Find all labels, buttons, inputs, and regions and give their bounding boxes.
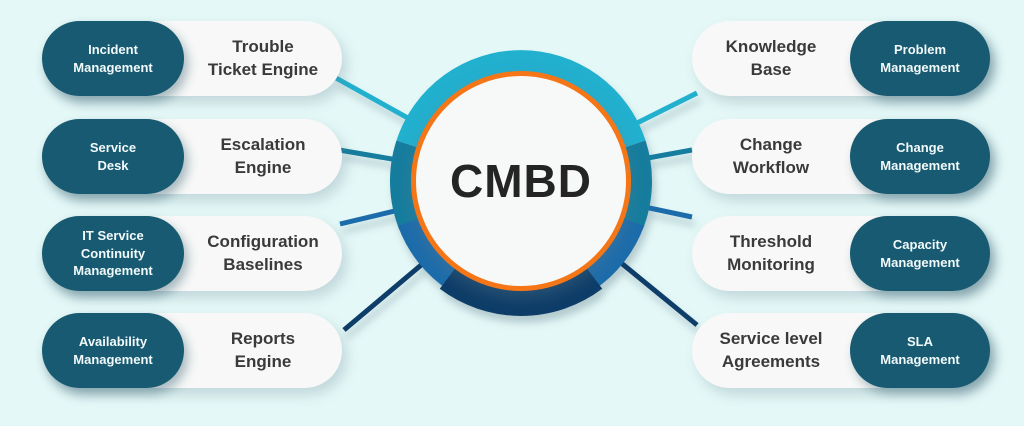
capsule-problem-management: Problem Management bbox=[850, 21, 990, 96]
node-label-change-workflow: Change Workflow bbox=[732, 135, 810, 177]
node-label-threshold-monitoring: Threshold Monitoring bbox=[727, 232, 815, 274]
capsule-label-change-management: Change Management bbox=[880, 139, 960, 173]
capsule-availability-management: Availability Management bbox=[42, 313, 184, 388]
node-trouble-ticket-engine: Trouble Ticket Engine Incident Managemen… bbox=[42, 21, 342, 96]
capsule-change-management: Change Management bbox=[850, 119, 990, 194]
center-node-cmbd: CMBD bbox=[411, 71, 631, 291]
node-label-trouble-ticket-engine: Trouble Ticket Engine bbox=[207, 37, 319, 79]
capsule-capacity-management: Capacity Management bbox=[850, 216, 990, 291]
node-escalation-engine: Escalation Engine Service Desk bbox=[42, 119, 342, 194]
capsule-label-problem-management: Problem Management bbox=[880, 41, 960, 75]
node-label-service-level-agreements: Service level Agreements bbox=[719, 329, 823, 371]
arc-navy-bottom bbox=[439, 262, 603, 316]
node-label-knowledge-base: Knowledge Base bbox=[725, 37, 817, 79]
arc-teal-left bbox=[390, 140, 428, 231]
capsule-it-service-continuity: IT Service Continuity Management bbox=[42, 216, 184, 291]
node-change-workflow: Change Workflow Change Management bbox=[692, 119, 990, 194]
capsule-service-desk: Service Desk bbox=[42, 119, 184, 194]
node-configuration-baselines: Configuration Baselines IT Service Conti… bbox=[42, 216, 342, 291]
arc-cyan-top bbox=[396, 50, 646, 151]
node-service-level-agreements: Service level Agreements SLA Management bbox=[692, 313, 990, 388]
capsule-label-capacity-management: Capacity Management bbox=[880, 236, 960, 270]
capsule-label-incident-management: Incident Management bbox=[73, 41, 153, 75]
capsule-sla-management: SLA Management bbox=[850, 313, 990, 388]
arc-teal-right bbox=[614, 140, 652, 231]
capsule-label-it-service-continuity: IT Service Continuity Management bbox=[73, 228, 153, 279]
capsule-incident-management: Incident Management bbox=[42, 21, 184, 96]
node-label-configuration-baselines: Configuration Baselines bbox=[207, 232, 319, 274]
capsule-label-sla-management: SLA Management bbox=[880, 333, 960, 367]
node-label-reports-engine: Reports Engine bbox=[230, 329, 296, 371]
center-title: CMBD bbox=[450, 155, 592, 207]
node-reports-engine: Reports Engine Availability Management bbox=[42, 313, 342, 388]
node-threshold-monitoring: Threshold Monitoring Capacity Management bbox=[692, 216, 990, 291]
node-knowledge-base: Knowledge Base Problem Management bbox=[692, 21, 990, 96]
capsule-label-availability-management: Availability Management bbox=[73, 333, 153, 367]
capsule-label-service-desk: Service Desk bbox=[89, 139, 137, 173]
node-label-escalation-engine: Escalation Engine bbox=[220, 135, 306, 177]
